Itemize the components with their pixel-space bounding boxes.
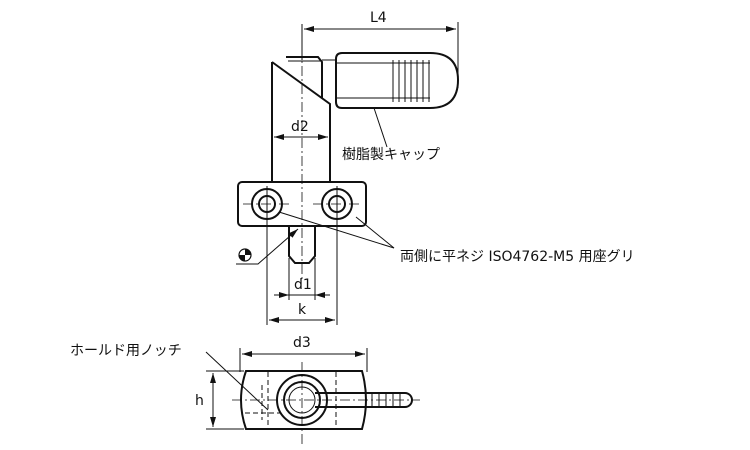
dimension-l4 bbox=[301, 22, 459, 88]
top-view-body bbox=[232, 362, 420, 446]
cap-leader-line bbox=[373, 107, 388, 148]
notch-note: ホールド用ノッチ bbox=[70, 343, 182, 359]
dimension-d3 bbox=[239, 348, 368, 372]
resin-cap bbox=[335, 52, 460, 109]
center-of-mass-symbol bbox=[236, 228, 299, 265]
cap-note: 樹脂製キャップ bbox=[342, 147, 440, 163]
counterbore-leader-1 bbox=[278, 211, 395, 249]
label-l4: L4 bbox=[370, 10, 387, 26]
label-d2: d2 bbox=[291, 119, 309, 135]
dimension-h bbox=[206, 370, 244, 430]
counterbore-leader-2 bbox=[355, 216, 395, 249]
plunger-body bbox=[271, 30, 331, 280]
label-d3: d3 bbox=[293, 335, 311, 351]
label-k: k bbox=[298, 302, 307, 318]
counterbore-note: 両側に平ネジ ISO4762-M5 用座グリ bbox=[400, 249, 635, 265]
label-d1: d1 bbox=[294, 277, 312, 293]
mounting-flange bbox=[237, 181, 367, 325]
notch-leader-line bbox=[205, 351, 269, 411]
label-h: h bbox=[195, 393, 204, 409]
